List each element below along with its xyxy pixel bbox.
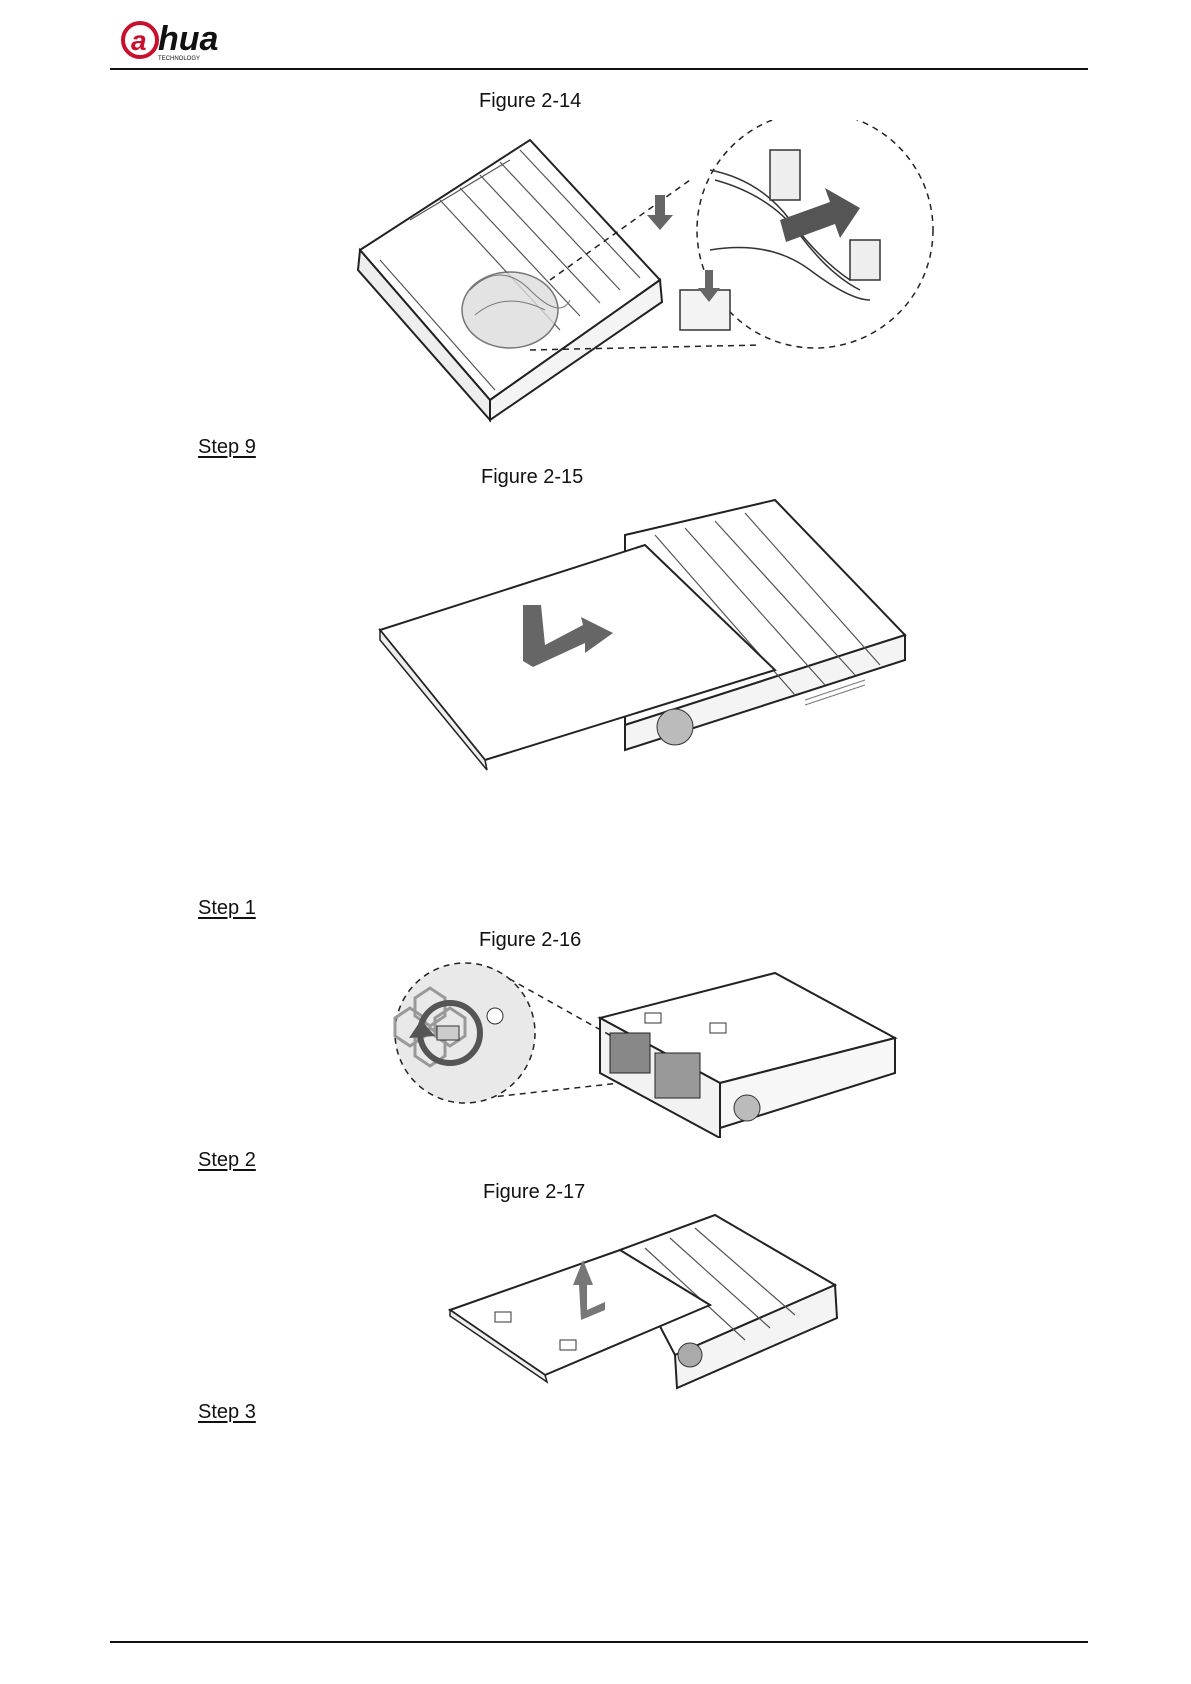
dahua-logo: a hua TECHNOLOGY (120, 14, 260, 64)
figure-2-17-illustration (445, 1210, 845, 1395)
figure-2-14-illustration (350, 120, 950, 430)
logo-subtext: TECHNOLOGY (158, 56, 200, 62)
footer-rule (110, 1641, 1088, 1643)
step-9-label: Step 9 (198, 436, 256, 459)
step-2-label: Step 2 (198, 1149, 256, 1172)
figure-caption-2-14: Figure 2-14 (479, 90, 581, 113)
step-3-label: Step 3 (198, 1401, 256, 1424)
figure-2-16-illustration (385, 958, 905, 1138)
figure-caption-2-17: Figure 2-17 (483, 1181, 585, 1204)
svg-text:hua: hua (158, 20, 218, 58)
step-1-label: Step 1 (198, 897, 256, 920)
svg-text:a: a (131, 25, 147, 56)
figure-2-15-illustration (375, 495, 915, 775)
figure-caption-2-15: Figure 2-15 (481, 466, 583, 489)
dahua-logo-mark: a hua TECHNOLOGY (120, 14, 260, 64)
figure-caption-2-16: Figure 2-16 (479, 929, 581, 952)
header-rule (110, 68, 1088, 70)
